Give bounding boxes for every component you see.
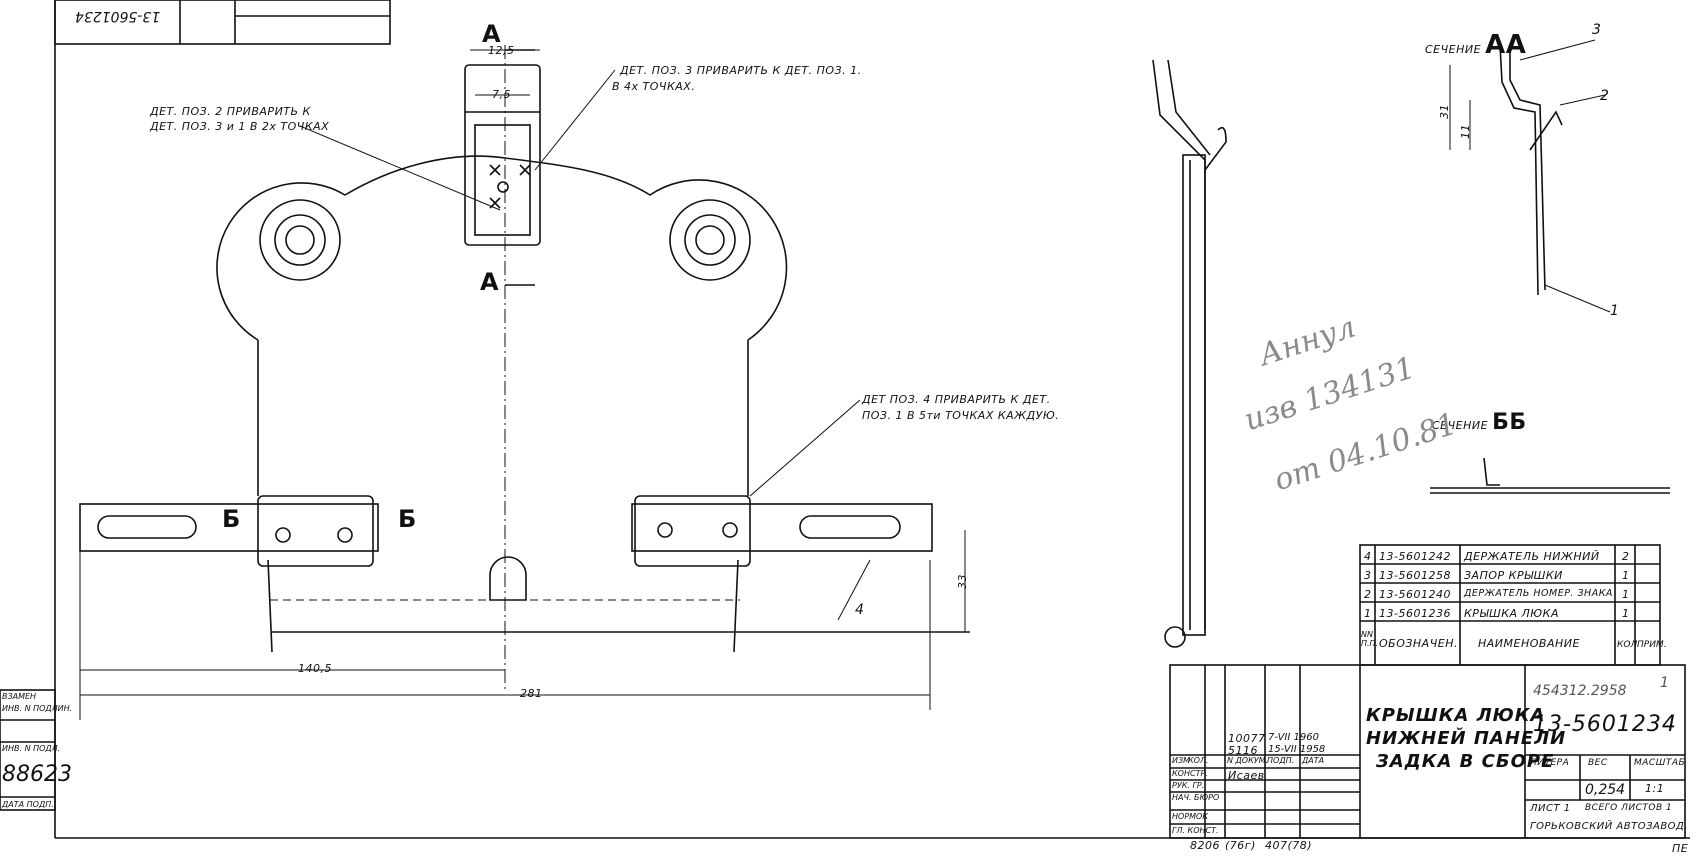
cut-mark-b-left: Б bbox=[222, 505, 241, 533]
note-weld-2-line1: ДЕТ. ПОЗ. 2 ПРИВАРИТЬ К bbox=[150, 105, 311, 118]
dim-11: 11 bbox=[1459, 124, 1472, 139]
top-left-code: 13-5601234 bbox=[75, 8, 161, 24]
role-normok: НОРМОК bbox=[1172, 812, 1209, 821]
part-no: 2 bbox=[1364, 588, 1372, 601]
leader-label-2: 2 bbox=[1600, 88, 1609, 104]
role-nach-buro: НАЧ. БЮРО bbox=[1172, 793, 1220, 802]
weight-label: ВЕС bbox=[1588, 758, 1608, 768]
change-doc-1: 10077 bbox=[1228, 732, 1266, 745]
part-name: ЗАПОР КРЫШКИ bbox=[1464, 569, 1563, 582]
note-weld-3-line1: ДЕТ. ПОЗ. 3 ПРИВАРИТЬ К ДЕТ. ПОЗ. 1. bbox=[620, 64, 862, 77]
side-view bbox=[1152, 59, 1227, 648]
margin-zamen: ВЗАМЕН bbox=[2, 692, 37, 701]
change-date-1: 7-VII 1960 bbox=[1268, 732, 1319, 743]
margin-inv-number: 88623 bbox=[2, 762, 72, 787]
title-line-1: КРЫШКА ЛЮКА bbox=[1366, 705, 1546, 726]
top-number: 454312.2958 bbox=[1533, 683, 1627, 699]
section-aa-label: СЕЧЕНИЕ АА bbox=[1425, 30, 1527, 60]
label-date: ДАТА bbox=[1302, 756, 1325, 765]
title-line-2: НИЖНЕЙ ПАНЕЛИ bbox=[1366, 728, 1567, 749]
role-ruk-gr: РУК. ГР. bbox=[1172, 781, 1205, 790]
leader-label-3: 3 bbox=[1592, 22, 1601, 38]
part-code: 13-5601236 bbox=[1379, 607, 1451, 620]
section-aa-view bbox=[1449, 39, 1611, 313]
bottom-code-b: (76г) bbox=[1225, 839, 1256, 852]
part-name: ДЕРЖАТЕЛЬ НИЖНИЙ bbox=[1464, 550, 1600, 563]
part-qty: 1 bbox=[1622, 588, 1630, 601]
role-gl-konst: ГЛ. КОНСТ. bbox=[1172, 826, 1219, 835]
sheets-total: ВСЕГО ЛИСТОВ 1 bbox=[1585, 803, 1673, 813]
drawing-number: 13-5601234 bbox=[1533, 712, 1677, 737]
top-left-stamp bbox=[54, 0, 391, 45]
company-name: ГОРЬКОВСКИЙ АВТОЗАВОД. bbox=[1530, 821, 1689, 832]
dim-31: 31 bbox=[1438, 104, 1451, 119]
latch-part bbox=[464, 64, 541, 246]
part-name: КРЫШКА ЛЮКА bbox=[1464, 607, 1560, 620]
margin-inv-podlin: ИНВ. N ПОДЛИН. bbox=[2, 704, 73, 713]
dim-7-5: 7,5 bbox=[492, 88, 511, 101]
title-line-3: ЗАДКА В СБОРЕ bbox=[1376, 751, 1555, 772]
holder-right bbox=[631, 495, 933, 567]
bottom-code-a: 8206 bbox=[1190, 839, 1220, 852]
part-no: 3 bbox=[1364, 569, 1372, 582]
change-doc-2: 5116 bbox=[1228, 744, 1258, 757]
note-weld-2-line2: ДЕТ. ПОЗ. 3 и 1 В 2х ТОЧКАХ bbox=[150, 120, 330, 133]
label-izm: ИЗМ bbox=[1172, 756, 1191, 765]
margin-date-sign: ДАТА ПОДП. bbox=[2, 800, 54, 809]
part-no: 4 bbox=[1364, 550, 1372, 563]
role-konstr: КОНСТР. bbox=[1172, 769, 1208, 778]
label-kol: КОЛ. bbox=[1188, 756, 1209, 765]
cut-mark-b-right: Б bbox=[398, 505, 417, 533]
part-name: ДЕРЖАТЕЛЬ НОМЕР. ЗНАКА bbox=[1464, 588, 1613, 599]
designer-name: Исаев bbox=[1228, 769, 1265, 782]
label-sign: ПОДП. bbox=[1267, 756, 1295, 765]
part-qty: 1 bbox=[1622, 569, 1630, 582]
dimension-lines bbox=[79, 49, 966, 720]
weight-value: 0,254 bbox=[1585, 782, 1626, 798]
part-code: 13-5601240 bbox=[1379, 588, 1451, 601]
change-date-2: 15-VII 1958 bbox=[1268, 744, 1326, 755]
part-qty: 2 bbox=[1622, 550, 1630, 563]
cut-mark-a-bottom: А bbox=[480, 268, 499, 296]
sheet-index: 1 bbox=[1660, 675, 1669, 691]
part-no: 1 bbox=[1364, 607, 1372, 620]
label-doc: N ДОКУМ. bbox=[1227, 756, 1269, 765]
bottom-code-c: 407(78) bbox=[1265, 839, 1313, 852]
note-weld-4-line1: ДЕТ ПОЗ. 4 ПРИВАРИТЬ К ДЕТ. bbox=[862, 393, 1051, 406]
part-code: 13-5601242 bbox=[1379, 550, 1451, 563]
dim-140-5: 140,5 bbox=[298, 662, 332, 675]
note-weld-4-line2: ПОЗ. 1 В 5ти ТОЧКАХ КАЖДУЮ. bbox=[862, 409, 1060, 422]
cover-part bbox=[216, 155, 970, 653]
header-note: ПРИМ. bbox=[1637, 640, 1667, 650]
left-margin-stamp bbox=[0, 689, 56, 811]
note-weld-3-line2: В 4х ТОЧКАХ. bbox=[612, 80, 696, 93]
header-no: NN П.П. bbox=[1361, 630, 1379, 648]
part-code: 13-5601258 bbox=[1379, 569, 1451, 582]
corner-mark: ПЕ bbox=[1672, 842, 1689, 855]
leader-label-1: 1 bbox=[1610, 303, 1619, 319]
cut-mark-a-top: А bbox=[482, 20, 501, 48]
sheet-number: ЛИСТ 1 bbox=[1530, 803, 1571, 814]
litera-label: ЛИТЕРА bbox=[1530, 758, 1570, 768]
dim-33: 33 bbox=[956, 574, 969, 589]
scale-value: 1:1 bbox=[1645, 782, 1665, 795]
part-qty: 1 bbox=[1622, 607, 1630, 620]
header-qty: КОЛ bbox=[1617, 640, 1638, 650]
section-bb-view bbox=[1430, 457, 1670, 494]
dim-281: 281 bbox=[520, 687, 543, 700]
header-name: НАИМЕНОВАНИЕ bbox=[1478, 637, 1580, 650]
scale-label: МАСШТАБ bbox=[1634, 758, 1686, 768]
title-block bbox=[1169, 664, 1686, 839]
leader-label-4: 4 bbox=[855, 602, 864, 618]
section-bb-label: СЕЧЕНИЕ ББ bbox=[1432, 410, 1527, 435]
dim-12-5: 12,5 bbox=[488, 44, 515, 57]
header-code: ОБОЗНАЧЕН. bbox=[1379, 637, 1458, 650]
leader-lines bbox=[299, 69, 871, 621]
margin-inv-podl: ИНВ. N ПОДЛ. bbox=[2, 744, 61, 753]
